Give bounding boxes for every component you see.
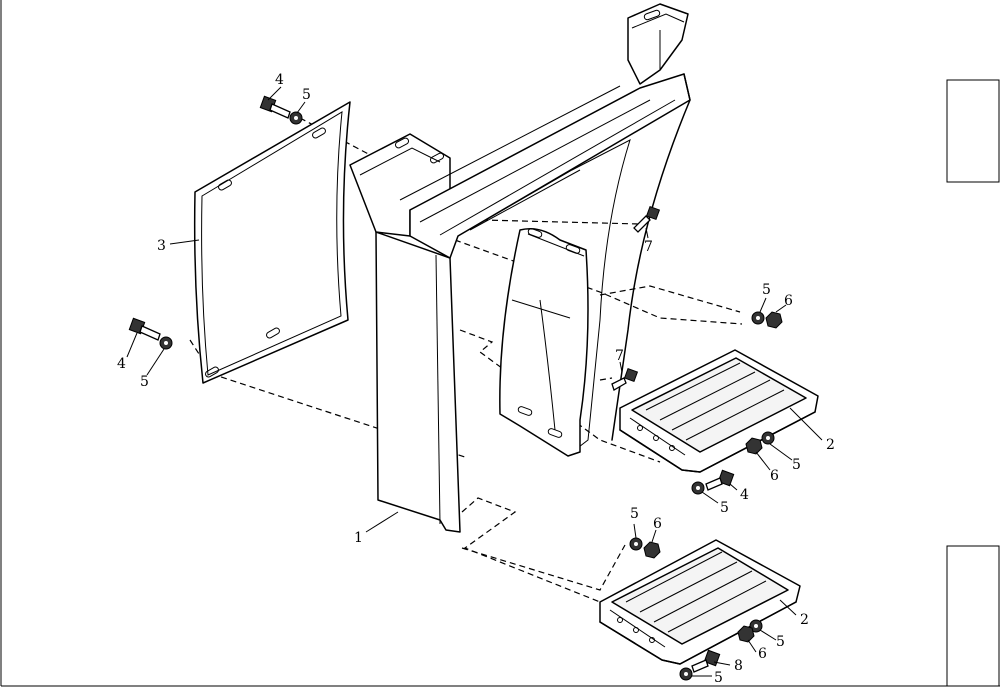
label-washer-lower-step-bottom: 5 (714, 670, 723, 686)
label-washer-upper-step-top: 5 (762, 282, 771, 298)
washer-upper-step-front (761, 431, 775, 445)
label-washer-lower-step-top: 5 (630, 506, 639, 522)
nut-lower-step-top (643, 541, 661, 559)
label-nut-lower-step-front: 6 (758, 646, 767, 662)
label-nut-lower-step-top: 6 (653, 516, 662, 532)
leader-lines (126, 86, 823, 677)
washer-upper-step-top (751, 311, 765, 325)
label-bolt-lower-step-front: 8 (734, 658, 743, 674)
label-washer-lower-step-front: 5 (776, 634, 785, 650)
label-washer-upper-step-bottom: 5 (720, 500, 729, 516)
bolt-upper-step-front (705, 469, 735, 491)
nut-lower-step-front (737, 625, 755, 643)
washer-left (159, 336, 173, 350)
cover-plate (193, 101, 351, 384)
label-bolt-right-mid: 7 (615, 348, 624, 364)
washer-top (289, 111, 303, 125)
bolt-top (259, 95, 291, 119)
label-frame: 1 (354, 530, 363, 546)
label-nut-upper-step-top: 6 (784, 293, 793, 309)
label-nut-upper-step-front: 6 (770, 468, 779, 484)
main-frame (349, 3, 691, 533)
nut-upper-step-front (745, 437, 763, 455)
label-bolt-mid: 7 (644, 239, 653, 255)
bolt-right-mid (611, 367, 639, 391)
label-cover-plate: 3 (157, 238, 166, 254)
hardware (128, 95, 783, 681)
label-washer-top: 5 (302, 87, 311, 103)
label-lower-step: 2 (800, 612, 809, 628)
washer-upper-step-bottom (691, 481, 705, 495)
bolt-mid (633, 205, 661, 233)
label-bolt-top: 4 (275, 72, 284, 88)
label-washer-upper-step-front: 5 (792, 457, 801, 473)
washer-lower-step-top (629, 537, 643, 551)
washer-lower-step-bottom (679, 667, 693, 681)
label-bolt-upper-step-front: 4 (740, 487, 749, 503)
label-bolt-left: 4 (117, 356, 126, 372)
upper-step (619, 349, 819, 473)
nut-upper-step-top (765, 311, 783, 329)
lower-step (599, 539, 801, 665)
callout-labels: 1 3 4 5 4 5 7 7 5 6 2 5 6 4 5 5 6 2 5 6 … (117, 72, 835, 686)
label-washer-left: 5 (140, 374, 149, 390)
label-upper-step: 2 (826, 437, 835, 453)
washer-lower-step-front (749, 619, 763, 633)
bolt-left (128, 317, 161, 341)
